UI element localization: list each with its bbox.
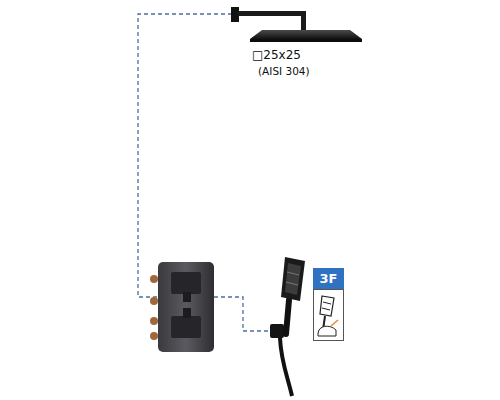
- hand-shower-icon: [320, 296, 334, 316]
- shower-hose: [280, 338, 292, 396]
- icon-frame: [314, 290, 344, 341]
- hand-icon: [318, 326, 336, 336]
- valve-plate: [158, 262, 214, 352]
- pipe-fitting: [150, 297, 158, 305]
- valve-handle: [171, 316, 201, 338]
- wall-outlet: [270, 324, 284, 338]
- material-label: (AISI 304): [258, 65, 310, 77]
- pipe-fitting: [150, 275, 158, 283]
- hand-shower-icon: [323, 302, 331, 304]
- valve-handle: [183, 292, 191, 302]
- valve-handle: [171, 272, 201, 294]
- hand-shower-face: [285, 263, 301, 295]
- function-badge: 3F: [313, 268, 344, 289]
- pipe-line: [138, 14, 232, 297]
- wall-flange: [231, 7, 239, 22]
- hand-shower-handle: [286, 300, 289, 334]
- hand-shower-face: [287, 272, 299, 275]
- pipe-fitting: [150, 332, 158, 340]
- shower-arm: [238, 11, 306, 16]
- rain-shower-head: [250, 30, 362, 39]
- hand-shower-head: [281, 257, 305, 301]
- hand-shower-icon: [322, 308, 330, 310]
- pipe-line: [214, 297, 270, 331]
- valve-handle: [183, 308, 191, 318]
- shower-arm: [301, 11, 306, 30]
- rain-shower-head: [250, 39, 362, 42]
- pipe-fitting: [150, 317, 158, 325]
- badge-text: 3F: [320, 271, 338, 286]
- dimension-label: □25x25: [252, 48, 301, 62]
- hand-shower-face: [286, 282, 298, 285]
- press-mark: [331, 320, 338, 326]
